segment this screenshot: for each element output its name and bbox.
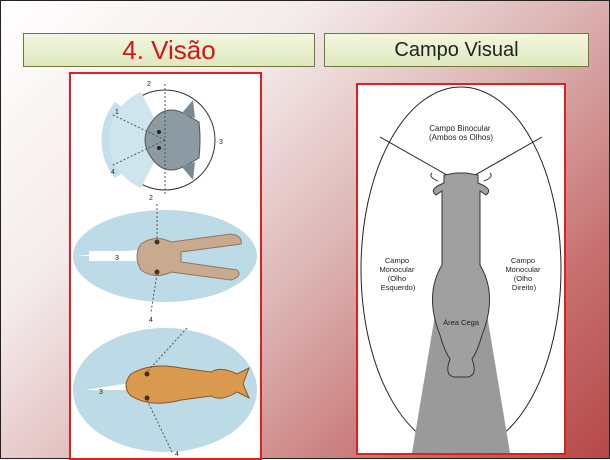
binocular-field-label: Campo Binocular (Ambos os Olhos)	[429, 124, 493, 142]
vision-illustrations-panel: 2 1 3 4 2 3 4	[69, 72, 262, 460]
left-mono-line-1: Campo	[385, 256, 409, 265]
right-mono-line-2: Monocular	[505, 265, 541, 274]
binocular-label-line-2: (Ambos os Olhos)	[429, 133, 493, 142]
top-number-4: 4	[111, 169, 115, 176]
section-title: Campo Visual	[394, 39, 518, 62]
blind-area-label: Área Cega	[443, 318, 480, 327]
left-title-box: 4. Visão	[23, 33, 315, 67]
right-title-box: Campo Visual	[324, 33, 589, 67]
right-mono-line-1: Campo	[511, 256, 535, 265]
left-mono-line-4: Esquerdo)	[381, 283, 416, 292]
top-number-1: 1	[115, 109, 119, 116]
right-mono-line-3: (Olho	[514, 274, 532, 283]
top-number-2b: 2	[149, 195, 153, 202]
middle-number-4: 4	[149, 317, 153, 324]
horse-visual-field-panel: Campo Binocular (Ambos os Olhos) Campo M…	[356, 83, 566, 455]
left-monocular-label: Campo Monocular (Olho Esquerdo)	[379, 256, 416, 292]
left-mono-line-2: Monocular	[379, 265, 415, 274]
rabbit-visual-field-diagram: 3 4	[73, 204, 257, 324]
visual-field-svg: Campo Binocular (Ambos os Olhos) Campo M…	[358, 85, 564, 453]
top-number-3: 3	[219, 139, 223, 146]
vision-illustrations-svg: 2 1 3 4 2 3 4	[71, 74, 260, 458]
right-monocular-label: Campo Monocular (Olho Direito)	[505, 256, 542, 292]
bottom-number-3: 3	[99, 389, 103, 396]
binocular-label-line-1: Campo Binocular	[429, 124, 491, 133]
right-mono-line-4: Direito)	[512, 283, 537, 292]
bottom-number-4: 4	[175, 451, 179, 458]
dog-visual-field-diagram: 2 1 3 4 2	[101, 81, 223, 202]
horse-visual-field-diagram: 3 4	[73, 328, 257, 458]
middle-number-3: 3	[115, 255, 119, 262]
top-number-2a: 2	[147, 81, 151, 88]
left-mono-line-3: (Olho	[388, 274, 406, 283]
slide-title: 4. Visão	[122, 35, 215, 66]
